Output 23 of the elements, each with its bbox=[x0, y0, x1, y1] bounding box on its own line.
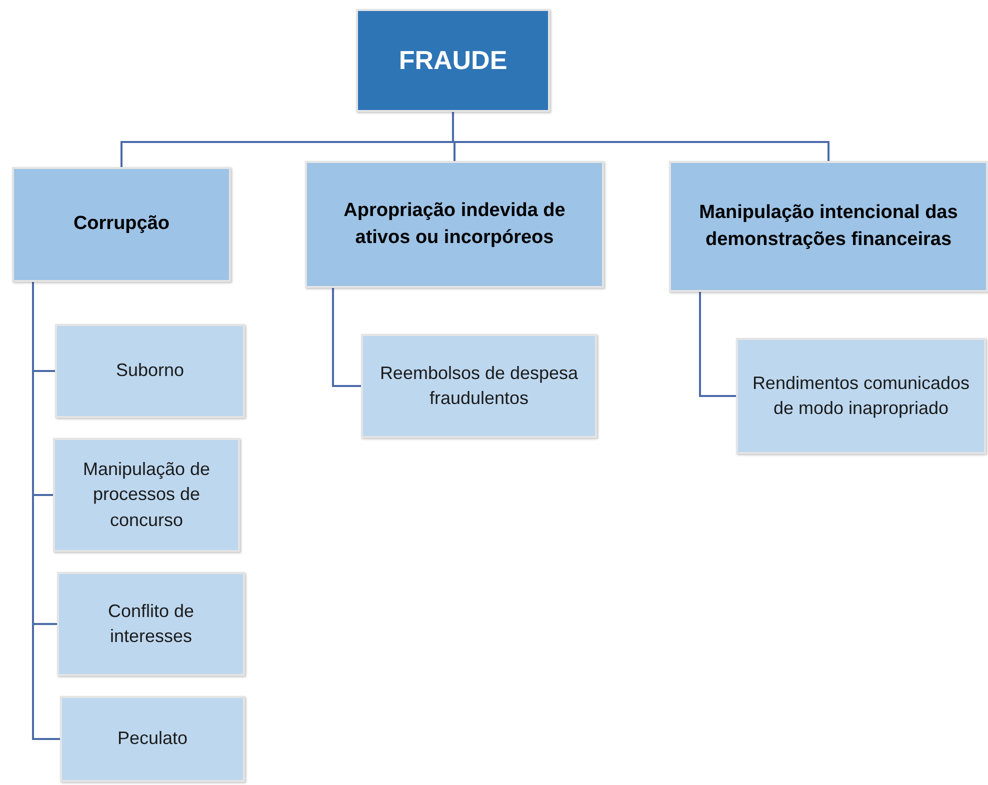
subcategory-box bbox=[57, 572, 245, 676]
box-label: Manipulação de processos de concurso bbox=[82, 458, 212, 532]
category-box bbox=[669, 161, 988, 292]
root-box bbox=[356, 9, 550, 112]
connector-line bbox=[332, 288, 361, 387]
box-label: Corrupção bbox=[73, 212, 170, 236]
subcategory-box bbox=[736, 338, 986, 454]
subcategory-box bbox=[53, 438, 240, 552]
subcategory-box bbox=[60, 696, 245, 782]
connector-line bbox=[452, 112, 830, 161]
box-label: Peculato bbox=[117, 727, 188, 750]
box-label: Reembolsos de despesa fraudulentos bbox=[378, 362, 580, 410]
category-box bbox=[12, 167, 231, 282]
category-box bbox=[305, 161, 604, 288]
connector-line bbox=[699, 292, 736, 397]
box-label: Manipulação intencional das demonstrações financeiras bbox=[698, 200, 959, 252]
box-label: Rendimentos comunicados de modo inapropriado bbox=[751, 372, 971, 420]
box-label: FRAUDE bbox=[398, 44, 508, 78]
box-label: Conflito de interesses bbox=[106, 600, 196, 648]
subcategory-box bbox=[55, 324, 245, 418]
box-label: Apropriação indevida de ativos ou incorpóreos bbox=[342, 198, 566, 250]
box-label: Suborno bbox=[116, 359, 184, 382]
subcategory-box bbox=[361, 334, 597, 438]
